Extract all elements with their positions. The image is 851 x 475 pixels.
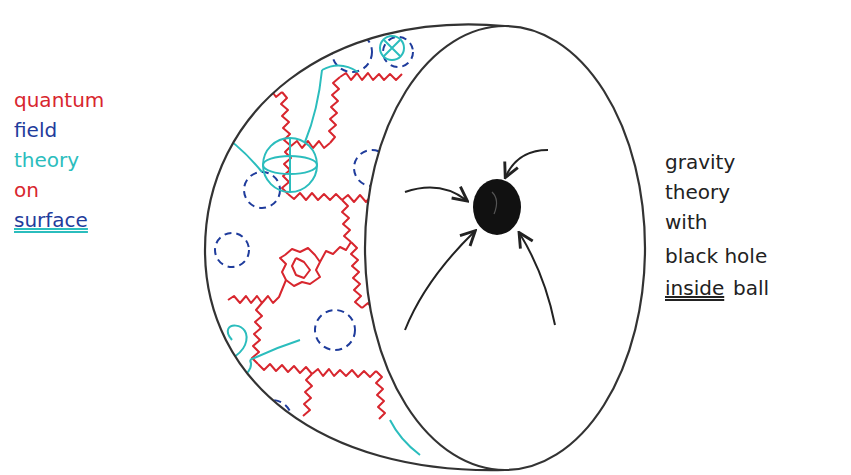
word-label: ball: [733, 276, 769, 300]
black-hole: [473, 179, 521, 235]
word-label: with: [665, 210, 707, 234]
cut-face: [365, 26, 645, 470]
word-label: theory: [665, 180, 730, 204]
word-label: quantum: [14, 88, 104, 112]
infall-arrows: [405, 150, 555, 330]
word-label: inside: [665, 276, 724, 300]
word-label: on: [14, 178, 39, 202]
word-label: theory: [14, 148, 79, 172]
word-label: black hole: [665, 244, 767, 268]
word-label: gravity: [665, 150, 735, 174]
word-label: field: [14, 118, 57, 142]
word-label: surface: [14, 208, 88, 232]
